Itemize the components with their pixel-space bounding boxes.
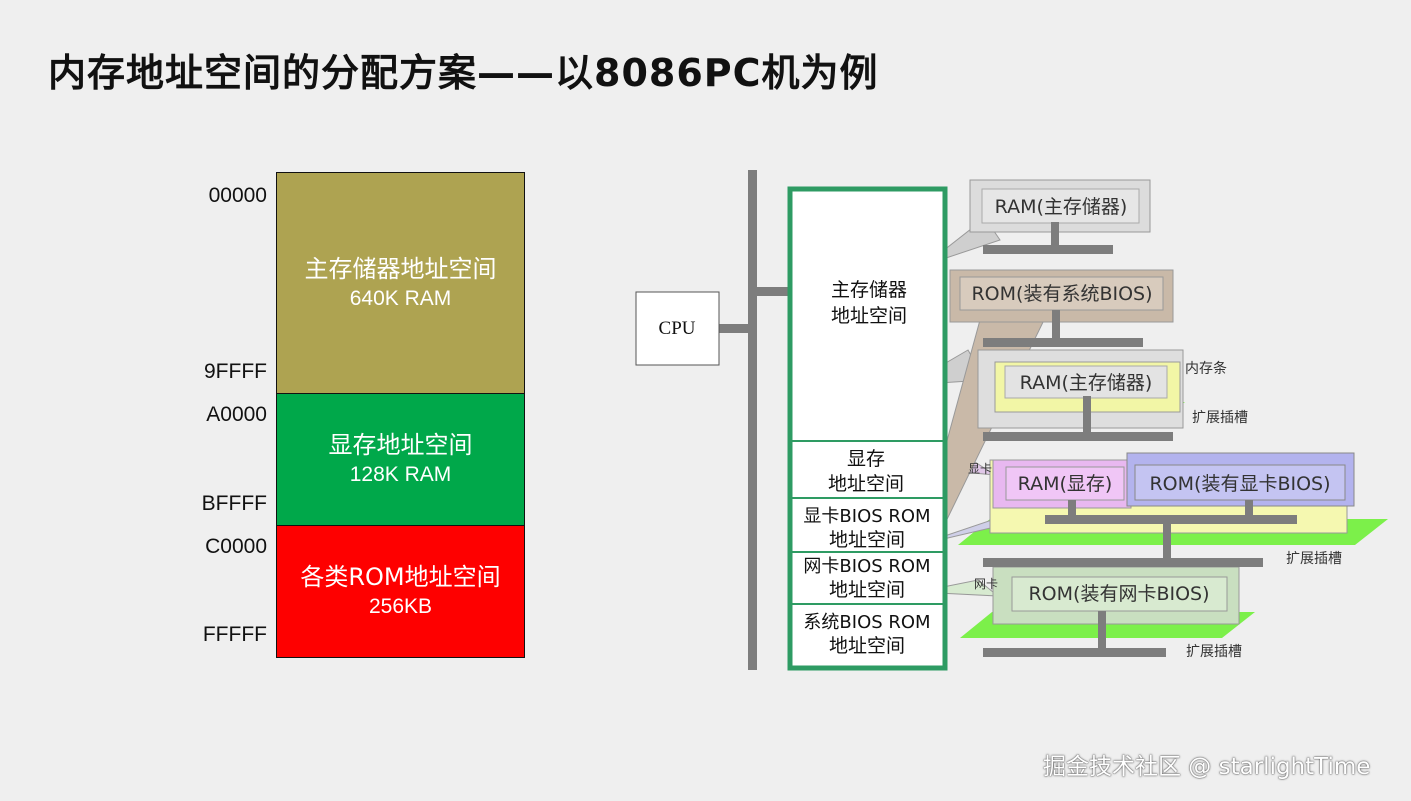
chip-rom-net-label: ROM(装有网卡BIOS) [1028,583,1209,605]
system-bus [748,170,757,670]
space-sbios-line1: 系统BIOS ROM [803,612,930,633]
ram2-chip [1004,365,1168,399]
space-vbios-line1: 显卡BIOS ROM [803,506,930,527]
ram1-chip [981,188,1140,224]
rom-sys-chip [959,276,1164,311]
space-bus-link [752,287,792,296]
space-video-line1: 显存 [847,448,885,470]
rom-net-chip [1011,576,1228,612]
space-main-line1: 主存储器 [831,279,907,301]
chip-rom-sys-label: ROM(装有系统BIOS) [971,283,1152,305]
cpu-label: CPU [659,318,696,339]
space-vbios-line2: 地址空间 [829,529,905,551]
rom-block-name: 各类ROM地址空间 [300,563,501,592]
space-video-line2: 地址空间 [828,473,904,495]
address-space-box [787,186,948,671]
address-label-a0000: A0000 [206,403,267,426]
space-sbios-line2: 地址空间 [829,635,905,657]
video-memory-block: 显存地址空间 128K RAM [276,393,525,526]
address-label-00000: 00000 [208,184,267,207]
address-label-c0000: C0000 [205,535,267,558]
memory-stick-label: 内存条 [1185,360,1227,377]
main-memory-block: 主存储器地址空间 640K RAM [276,172,525,394]
video-memory-block-name: 显存地址空间 [328,431,473,460]
space-nbios-line2: 地址空间 [829,579,905,601]
page-title: 内存地址空间的分配方案——以8086PC机为例 [48,51,879,95]
rom-block-size: 256KB [368,595,433,619]
main-memory-block-size: 640K RAM [349,286,452,310]
address-label-fffff: FFFFF [202,623,267,646]
chip-rom-video-label: ROM(装有显卡BIOS) [1149,473,1330,495]
net-card-label: 网卡 [974,577,998,591]
chip-ram-video-label: RAM(显存) [1018,473,1113,495]
slot-label-3: 扩展插槽 [1186,644,1242,660]
space-nbios-line1: 网卡BIOS ROM [803,556,930,577]
slot-label-2: 扩展插槽 [1286,551,1342,567]
address-space-dividers [792,440,943,605]
chip-bus-lines [983,222,1297,657]
chip-ram2-label: RAM(主存储器) [1020,372,1153,394]
rom-block: 各类ROM地址空间 256KB [276,525,525,658]
chip-ram1-label: RAM(主存储器) [995,196,1128,218]
ram-video-chip [1005,466,1125,501]
main-memory-block-name: 主存储器地址空间 [304,254,497,283]
video-card-label: 显卡 [968,462,992,476]
address-label-9ffff: 9FFFF [204,360,267,383]
rom-video-chip [1134,464,1346,501]
space-main-line2: 地址空间 [831,305,907,327]
slot-label-1: 扩展插槽 [1192,410,1248,426]
video-memory-block-size: 128K RAM [349,463,452,487]
cpu-box [635,291,720,366]
address-label-bffff: BFFFF [201,492,267,515]
watermark: 掘金技术社区 @ starlightTime [1043,754,1371,780]
cpu-bus-link [719,324,753,333]
